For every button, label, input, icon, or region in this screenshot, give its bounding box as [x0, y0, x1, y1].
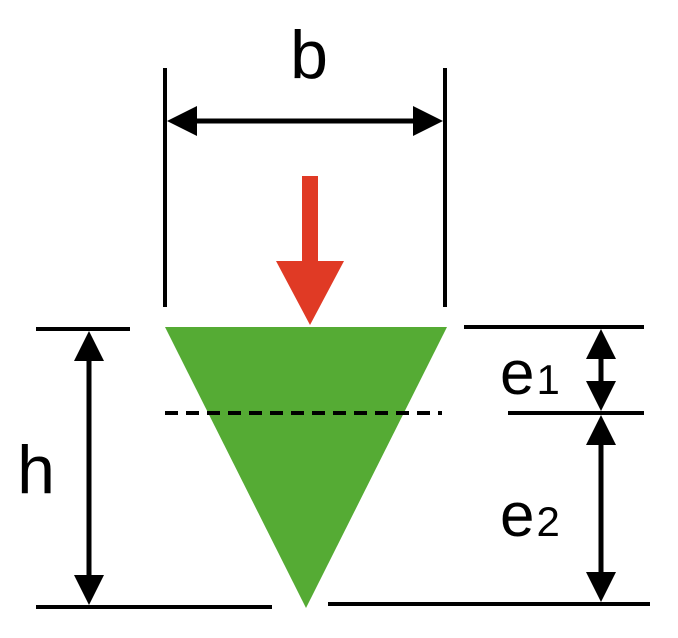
height-arrowhead-top [74, 331, 104, 361]
e1-label: e1 [500, 339, 560, 408]
width-arrowhead-right [413, 106, 443, 136]
e2-label-base: e [500, 481, 534, 550]
downward-arrow-icon [276, 176, 344, 325]
height-arrowhead-bottom [74, 575, 104, 605]
width-label: b [290, 17, 328, 93]
height-label: h [17, 432, 55, 508]
e2-label: e2 [500, 481, 560, 550]
e2-arrowhead-top [586, 415, 616, 445]
e1-label-base: e [500, 339, 534, 408]
e2-label-subscript: 2 [536, 498, 559, 545]
e1-arrowhead-bottom [586, 381, 616, 411]
e1-label-subscript: 1 [536, 356, 559, 403]
e1-arrowhead-top [586, 329, 616, 359]
triangle-section [165, 327, 447, 608]
width-arrowhead-left [167, 106, 197, 136]
e2-arrowhead-bottom [586, 572, 616, 602]
